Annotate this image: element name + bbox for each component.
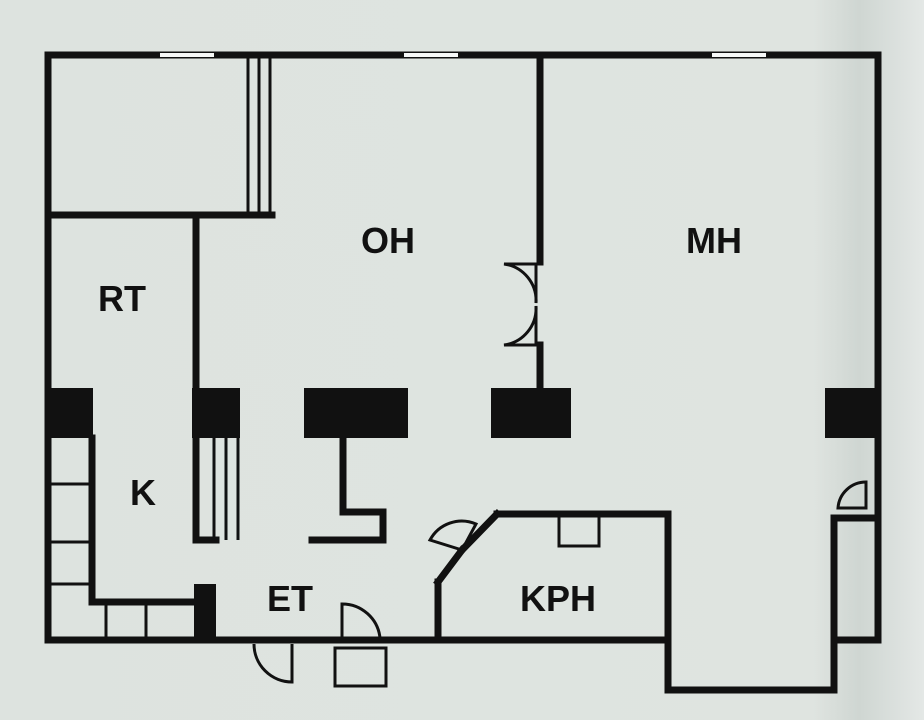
entrance-door (252, 643, 294, 684)
pillars (47, 388, 880, 642)
windows (160, 53, 766, 57)
pillar-right (825, 388, 880, 438)
thin-details (48, 58, 868, 688)
oh-door-lower (503, 305, 538, 347)
interior-walls (44, 51, 882, 644)
outer-walls (44, 51, 882, 694)
outside-step (333, 646, 388, 688)
room-label-oh: OH (361, 220, 415, 261)
outer-wall-main (44, 51, 882, 694)
wall-kph-diagonal-upper (457, 509, 502, 555)
room-label-kph: KPH (520, 578, 596, 619)
oh-door-upper (503, 262, 538, 304)
wall-kph (493, 510, 672, 644)
room-label-k: K (130, 472, 156, 513)
et-door (340, 602, 382, 639)
pillar-left (47, 388, 93, 438)
room-label-rt: RT (98, 278, 146, 319)
wall-kph-diagonal (433, 545, 467, 587)
pillar-k (192, 388, 240, 438)
window-2 (404, 53, 458, 57)
pillar-center (304, 388, 408, 438)
room-label-et: ET (267, 578, 313, 619)
window-3 (712, 53, 766, 57)
mh-closet-door (836, 480, 868, 510)
island-outline (308, 432, 387, 544)
kph-door (427, 519, 479, 552)
kph-appliance (557, 514, 601, 548)
pillar-et (194, 584, 216, 642)
window-1 (160, 53, 214, 57)
pillar-oh-mh (491, 388, 571, 438)
room-label-mh: MH (686, 220, 742, 261)
